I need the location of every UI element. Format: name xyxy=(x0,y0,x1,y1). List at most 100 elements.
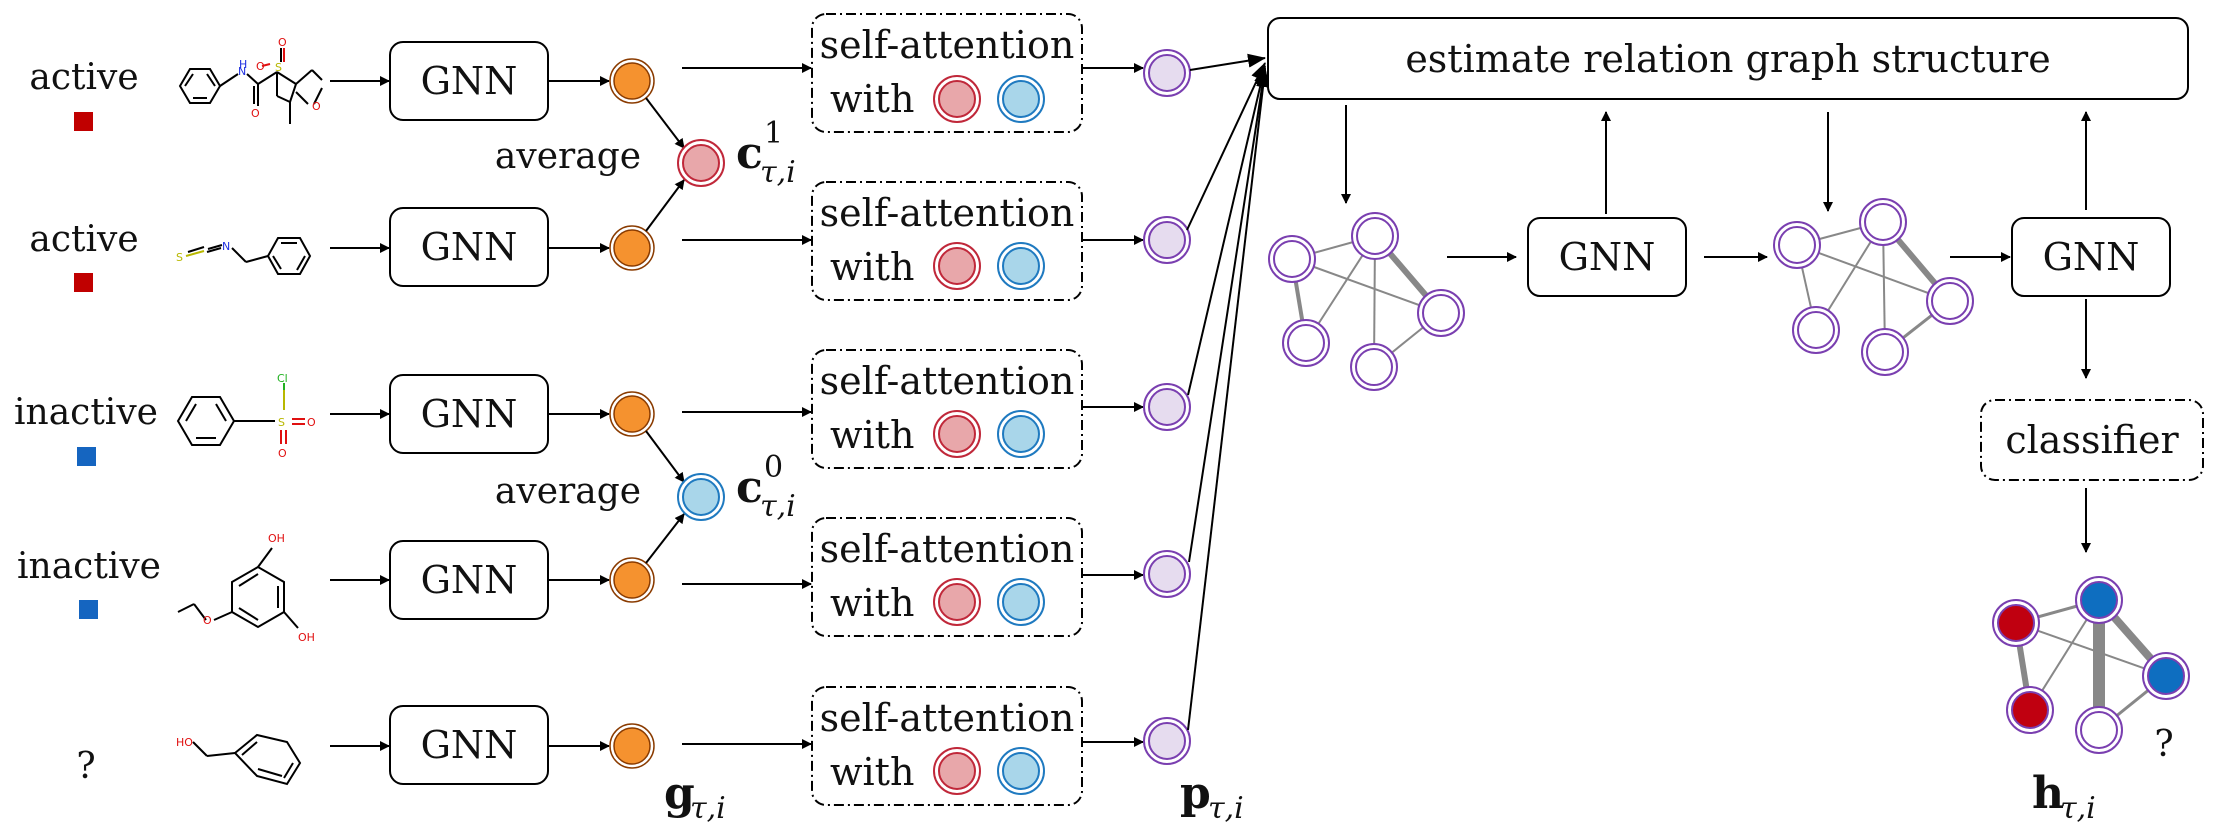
label-p: p τ,i xyxy=(1180,768,1244,826)
classifier-box: classifier xyxy=(1980,399,2204,481)
prototype-active-symbol: c xyxy=(736,128,763,179)
mol1-atom-s: S xyxy=(275,61,282,74)
mol4-atom-oh1: OH xyxy=(268,532,285,545)
mol1-atom-h: H xyxy=(239,58,247,71)
refined-node-row-3 xyxy=(1143,383,1191,431)
classified-node-inactive xyxy=(2142,652,2190,700)
prototype-label-inactive: c 0 τ,i xyxy=(736,450,796,524)
classified-node-query xyxy=(2075,706,2123,754)
mol3-atom-cl: Cl xyxy=(277,372,288,385)
classifier-label: classifier xyxy=(2005,418,2179,462)
molecule-2 xyxy=(185,237,312,275)
gnn-right-2-label: GNN xyxy=(2043,235,2140,279)
mol3-atom-s: S xyxy=(278,416,285,429)
mol1-atom-o4: O xyxy=(312,100,321,113)
gnn-label-row-3: GNN xyxy=(421,392,518,436)
row-3-label: inactive xyxy=(14,392,158,433)
prototype-inactive-sub: τ,i xyxy=(760,489,796,524)
label-p-symbol: p xyxy=(1180,768,1211,819)
row-5-label: ? xyxy=(76,746,95,787)
molecule-1-atoms: N H S O O O O xyxy=(238,36,321,120)
prototype-label-active: c 1 τ,i xyxy=(736,116,796,190)
classified-node-active xyxy=(1992,599,2040,647)
gnn-box-row-5: GNN xyxy=(389,705,549,785)
prototype-active-sup: 1 xyxy=(764,116,783,151)
gnn-output-arrows xyxy=(548,76,610,751)
molecule-5 xyxy=(192,733,302,786)
to-attention-arrows xyxy=(682,63,812,749)
row-labels: active active inactive inactive ? xyxy=(14,57,161,787)
mol5-atom-ho: HO xyxy=(176,736,193,749)
mol4-atom-o: O xyxy=(203,614,212,627)
refined-embedding-nodes xyxy=(1143,49,1191,765)
average-label-inactive: average xyxy=(495,471,641,512)
attention-box-row-2: self-attention with xyxy=(811,181,1083,301)
prototype-node-inactive xyxy=(677,473,725,521)
relation-graph-1 xyxy=(1268,212,1465,391)
attention-output-arrows xyxy=(1082,63,1144,747)
label-h-symbol: h xyxy=(2032,768,2064,819)
molecule-4-atoms: OH OH O xyxy=(203,532,315,644)
graph-1-node xyxy=(1350,343,1398,391)
mol3-atom-o1: O xyxy=(307,416,316,429)
attention-with-row-3: with xyxy=(830,413,914,457)
attention-title-row-3: self-attention xyxy=(820,359,1075,403)
graph-2-node xyxy=(1792,306,1840,354)
attention-with-row-2: with xyxy=(830,245,914,289)
classified-node-active xyxy=(2006,686,2054,734)
row-4-label: inactive xyxy=(17,546,161,587)
relation-graph-2 xyxy=(1773,198,1974,376)
graph-2-node xyxy=(1773,221,1821,269)
row-1-class-marker xyxy=(74,112,93,131)
converge-arrows xyxy=(1186,53,1270,731)
prototype-inactive-symbol: c xyxy=(736,462,763,513)
gnn-label-row-1: GNN xyxy=(421,59,518,103)
query-mark: ? xyxy=(2154,724,2173,765)
molecule-1 xyxy=(178,48,323,124)
graph-1-node xyxy=(1282,319,1330,367)
label-g-symbol: g xyxy=(664,768,695,819)
molecule-2-atoms: S N xyxy=(176,240,230,264)
gnn-label-row-2: GNN xyxy=(421,225,518,269)
relation-estimator-box: estimate relation graph structure xyxy=(1267,17,2189,100)
attention-with-row-1: with xyxy=(830,77,914,121)
attention-boxes: self-attention with self-attention with … xyxy=(811,13,1083,806)
molecule-5-atoms: HO xyxy=(176,736,193,749)
refined-node-row-4 xyxy=(1143,550,1191,598)
attention-box-row-3: self-attention with xyxy=(811,349,1083,469)
pipeline-vertical-arrows xyxy=(1341,105,2091,553)
attention-with-row-4: with xyxy=(830,581,914,625)
gnn-right-1-label: GNN xyxy=(1559,235,1656,279)
classified-node-inactive xyxy=(2075,576,2123,624)
mol2-atom-n: N xyxy=(222,240,230,253)
embedding-node-row-1 xyxy=(609,58,655,104)
graph-1-node xyxy=(1268,235,1316,283)
label-h-sub: τ,i xyxy=(2060,791,2096,826)
mol3-atom-o2: O xyxy=(278,447,287,460)
molecule-4 xyxy=(177,547,299,629)
label-g: g τ,i xyxy=(664,768,726,826)
refined-node-row-2 xyxy=(1143,216,1191,264)
attention-box-row-4: self-attention with xyxy=(811,517,1083,637)
mol1-atom-o1: O xyxy=(278,36,287,49)
attention-title-row-1: self-attention xyxy=(820,23,1075,67)
gnn-box-row-4: GNN xyxy=(389,540,549,620)
mol2-atom-s: S xyxy=(176,251,183,264)
embedding-node-row-5 xyxy=(609,723,655,769)
label-h: h τ,i xyxy=(2032,768,2096,826)
gnn-box-row-3: GNN xyxy=(389,374,549,454)
gnn-box-row-2: GNN xyxy=(389,207,549,287)
row-2-class-marker xyxy=(74,273,93,292)
molecule-3 xyxy=(176,383,305,446)
mol1-atom-o2: O xyxy=(256,60,265,73)
row-3-class-marker xyxy=(77,447,96,466)
relation-estimator-label: estimate relation graph structure xyxy=(1405,37,2050,81)
classified-graph: ? xyxy=(1992,576,2190,765)
graph-2-node xyxy=(1859,198,1907,246)
gnn-box-right-2: GNN xyxy=(2011,217,2171,297)
input-arrows xyxy=(330,76,390,751)
embedding-nodes xyxy=(609,58,655,769)
embedding-node-row-3 xyxy=(609,391,655,437)
row-2-label: active xyxy=(29,219,138,260)
row-4-class-marker xyxy=(79,600,98,619)
